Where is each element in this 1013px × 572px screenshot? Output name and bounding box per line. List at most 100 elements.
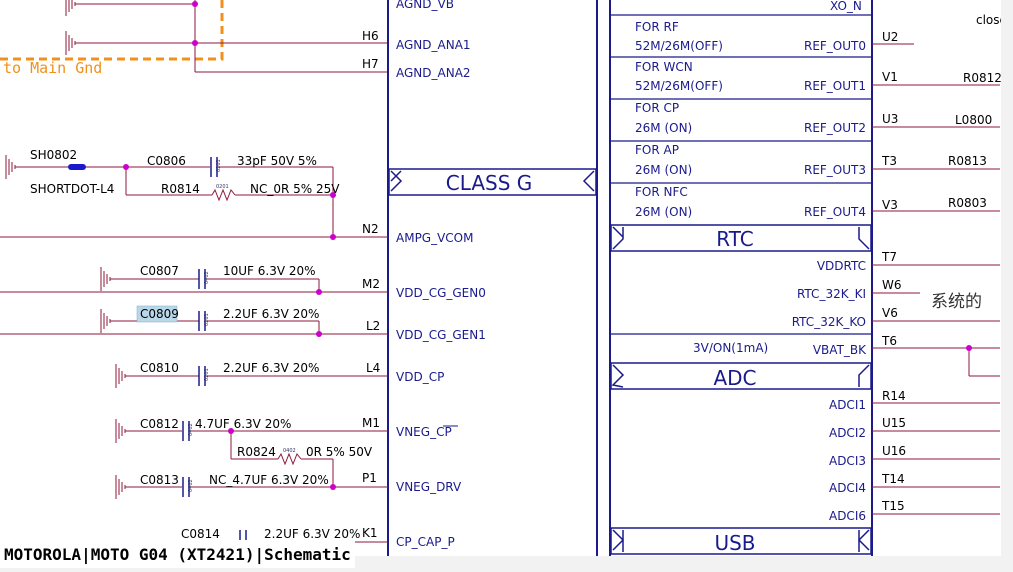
ref-c0813: C0813 xyxy=(140,473,179,487)
block-title-rtc: RTC xyxy=(716,227,753,251)
ref-out-pin-name: REF_OUT2 xyxy=(804,121,866,135)
pin-w6: W6 xyxy=(882,278,902,292)
conn-r0812: R0812 xyxy=(963,71,1002,85)
usb-block: USB xyxy=(610,527,872,555)
ref-out-pin-name: REF_OUT0 xyxy=(804,39,866,53)
value-r0824: 0R 5% 50V xyxy=(306,445,373,459)
ref-out-pin-name: REF_OUT1 xyxy=(804,79,866,93)
pin-name-xo-n: XO_N xyxy=(830,0,862,13)
pkg-c0812: 0402 xyxy=(188,423,194,436)
pkg-c0807: 0402 xyxy=(204,271,210,284)
pin-name-vbat-bk: VBAT_BK xyxy=(813,343,867,357)
ref-out-mode: 26M (ON) xyxy=(635,163,692,177)
pin-name: AMPG_VCOM xyxy=(396,231,473,245)
pin-number: N2 xyxy=(362,222,379,236)
conn-r0813: R0813 xyxy=(948,154,987,168)
block-title-usb: USB xyxy=(714,531,755,555)
ref-out-mode: 26M (ON) xyxy=(635,121,692,135)
ref-out-pin: U3 xyxy=(882,112,898,126)
shortdot-sh0802 xyxy=(68,164,86,170)
pin-name: VDD_CP xyxy=(396,370,444,384)
ref-out-pin: U2 xyxy=(882,30,898,44)
adc-pin-name: ADCI1 xyxy=(829,398,866,412)
adc-pin: T15 xyxy=(881,499,905,513)
ref-out-mode: 52M/26M(OFF) xyxy=(635,79,723,93)
ref-out-label: FOR WCN xyxy=(635,60,693,74)
pin-name-agnd-vb: AGND_VB xyxy=(396,0,454,11)
left-pin-list: H6 AGND_ANA1 H7 AGND_ANA2 N2 AMPG_VCOM M… xyxy=(362,29,486,549)
pin-name: VNEG_CP xyxy=(396,425,452,439)
ref-c0809[interactable]: C0809 xyxy=(140,307,179,321)
ref-c0814: C0814 xyxy=(181,527,220,541)
ref-out-label: FOR NFC xyxy=(635,185,688,199)
pin-name: AGND_ANA2 xyxy=(396,66,471,80)
value-c0807: 10UF 6.3V 20% xyxy=(223,264,316,278)
value-r0814: NC_0R 5% 25V xyxy=(250,182,340,196)
pin-number: M1 xyxy=(362,416,380,430)
rtc-block: RTC xyxy=(610,224,872,252)
vbat-note: 3V/ON(1mA) xyxy=(693,341,768,355)
value-c0814: 2.2UF 6.3V 20% xyxy=(264,527,360,541)
vneg-drv-network xyxy=(115,474,388,500)
ref-out-label: FOR CP xyxy=(635,101,679,115)
junction-dot xyxy=(330,192,336,198)
ref-out-label: FOR AP xyxy=(635,143,679,157)
pkg-r0814: 0201 xyxy=(216,184,229,190)
scrollbar-track[interactable] xyxy=(1001,0,1013,572)
ref-r0824: R0824 xyxy=(237,445,276,459)
value-c0809: 2.2UF 6.3V 20% xyxy=(223,307,319,321)
ref-out-label: FOR RF xyxy=(635,20,679,34)
value-c0812: 4.7UF 6.3V 20% xyxy=(195,417,291,431)
adc-pin: T14 xyxy=(881,472,905,486)
adc-pin-name: ADCI4 xyxy=(829,481,866,495)
pin-name-rtc-32k-ki: RTC_32K_KI xyxy=(797,287,866,301)
value-c0806: 33pF 50V 5% xyxy=(237,154,317,168)
ref-c0812: C0812 xyxy=(140,417,179,431)
cap-c0813 xyxy=(182,477,190,497)
pin-number: K1 xyxy=(362,526,378,540)
adc-pin: R14 xyxy=(882,389,906,403)
ref-c0806: C0806 xyxy=(147,154,186,168)
conn-l0800: L0800 xyxy=(955,113,992,127)
junction-dot xyxy=(330,484,336,490)
cap-c0810 xyxy=(198,366,206,386)
conn-r0803: R0803 xyxy=(948,196,987,210)
pin-name: VNEG_DRV xyxy=(396,480,462,494)
vdd-cg-gen0-network xyxy=(0,266,388,293)
main-gnd-label: to Main Gnd xyxy=(3,59,102,77)
pin-t7: T7 xyxy=(881,250,897,264)
vdd-cg-gen1-network xyxy=(0,308,388,335)
close-note: close xyxy=(976,13,1007,27)
pin-name: CP_CAP_P xyxy=(396,535,455,549)
pkg-c0813: 0402 xyxy=(188,479,194,492)
ref-out-pin: T3 xyxy=(881,154,897,168)
pin-number: H6 xyxy=(362,29,379,43)
ref-sh0802: SH0802 xyxy=(30,148,77,162)
pkg-r0824: 0402 xyxy=(283,448,296,454)
ref-c0810: C0810 xyxy=(140,361,179,375)
pin-number: P1 xyxy=(362,471,377,485)
value-c0810: 2.2UF 6.3V 20% xyxy=(223,361,319,375)
pin-t6: T6 xyxy=(881,334,897,348)
ref-out-mode: 26M (ON) xyxy=(635,205,692,219)
class-g-block: CLASS G xyxy=(388,168,597,196)
pin-number: M2 xyxy=(362,277,380,291)
pin-name: AGND_ANA1 xyxy=(396,38,471,52)
selection-highlight xyxy=(136,305,178,323)
chinese-note: 系统的 xyxy=(931,292,982,312)
pkg-c0809: 0201 xyxy=(204,313,210,326)
cap-c0807 xyxy=(198,269,206,289)
junction-dot xyxy=(330,234,336,240)
pin-name-vddrtc: VDDRTC xyxy=(817,259,866,273)
adc-block: ADC xyxy=(610,362,872,390)
junction-dot xyxy=(316,289,322,295)
pin-number: H7 xyxy=(362,57,379,71)
value-sh0802: SHORTDOT-L4 xyxy=(30,182,114,196)
ref-out-pin: V3 xyxy=(882,198,898,212)
adc-pin-list: ADCI1 R14 ADCI2 U15 ADCI3 U16 ADCI4 T14 … xyxy=(829,389,906,523)
ref-out-mode: 52M/26M(OFF) xyxy=(635,39,723,53)
vneg-cp-network xyxy=(115,418,388,487)
pin-v6: V6 xyxy=(882,306,898,320)
pkg-c0806: 0201 xyxy=(216,159,222,172)
